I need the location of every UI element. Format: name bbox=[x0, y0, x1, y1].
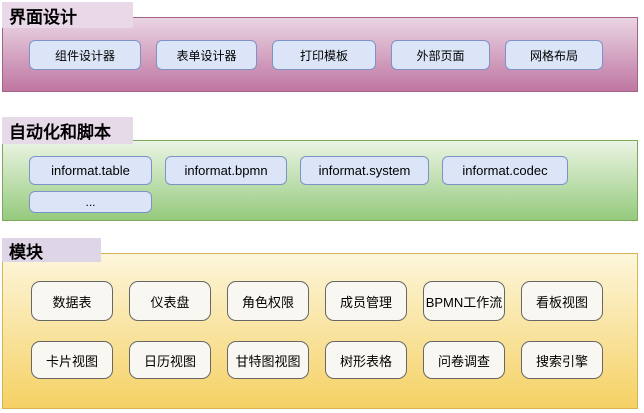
ui-design-node-row: 组件设计器 表单设计器 打印模板 外部页面 网格布局 bbox=[29, 40, 637, 70]
external-page-node: 外部页面 bbox=[391, 40, 490, 70]
modules-node-row-2: 卡片视图 日历视图 甘特图视图 树形表格 问卷调查 搜索引擎 bbox=[31, 341, 637, 379]
grid-layout-node: 网格布局 bbox=[505, 40, 603, 70]
ui-design-panel: 组件设计器 表单设计器 打印模板 外部页面 网格布局 bbox=[2, 17, 638, 92]
automation-panel: informat.table informat.bpmn informat.sy… bbox=[2, 140, 638, 221]
informat-codec-node: informat.codec bbox=[442, 156, 568, 185]
informat-table-node: informat.table bbox=[29, 156, 152, 185]
tree-table-node: 树形表格 bbox=[325, 341, 407, 379]
member-management-node: 成员管理 bbox=[325, 281, 407, 321]
informat-bpmn-node: informat.bpmn bbox=[165, 156, 287, 185]
ui-design-section-title: 界面设计 bbox=[2, 2, 133, 28]
data-table-node: 数据表 bbox=[31, 281, 113, 321]
automation-section-title: 自动化和脚本 bbox=[2, 117, 133, 144]
more-items-node: ... bbox=[29, 191, 152, 213]
search-engine-node: 搜索引擎 bbox=[521, 341, 603, 379]
component-designer-node: 组件设计器 bbox=[29, 40, 141, 70]
gantt-view-node: 甘特图视图 bbox=[227, 341, 309, 379]
modules-section-title: 模块 bbox=[2, 238, 101, 262]
modules-panel: 数据表 仪表盘 角色权限 成员管理 BPMN工作流 看板视图 卡片视图 日历视图… bbox=[2, 253, 638, 409]
modules-node-row-1: 数据表 仪表盘 角色权限 成员管理 BPMN工作流 看板视图 bbox=[31, 281, 637, 321]
bpmn-workflow-node: BPMN工作流 bbox=[423, 281, 505, 321]
automation-node-row-1: informat.table informat.bpmn informat.sy… bbox=[29, 156, 637, 185]
survey-node: 问卷调查 bbox=[423, 341, 505, 379]
kanban-view-node: 看板视图 bbox=[521, 281, 603, 321]
calendar-view-node: 日历视图 bbox=[129, 341, 211, 379]
print-template-node: 打印模板 bbox=[272, 40, 376, 70]
automation-node-row-2: ... bbox=[29, 191, 637, 213]
form-designer-node: 表单设计器 bbox=[156, 40, 257, 70]
role-permission-node: 角色权限 bbox=[227, 281, 309, 321]
dashboard-node: 仪表盘 bbox=[129, 281, 211, 321]
card-view-node: 卡片视图 bbox=[31, 341, 113, 379]
informat-system-node: informat.system bbox=[300, 156, 429, 185]
